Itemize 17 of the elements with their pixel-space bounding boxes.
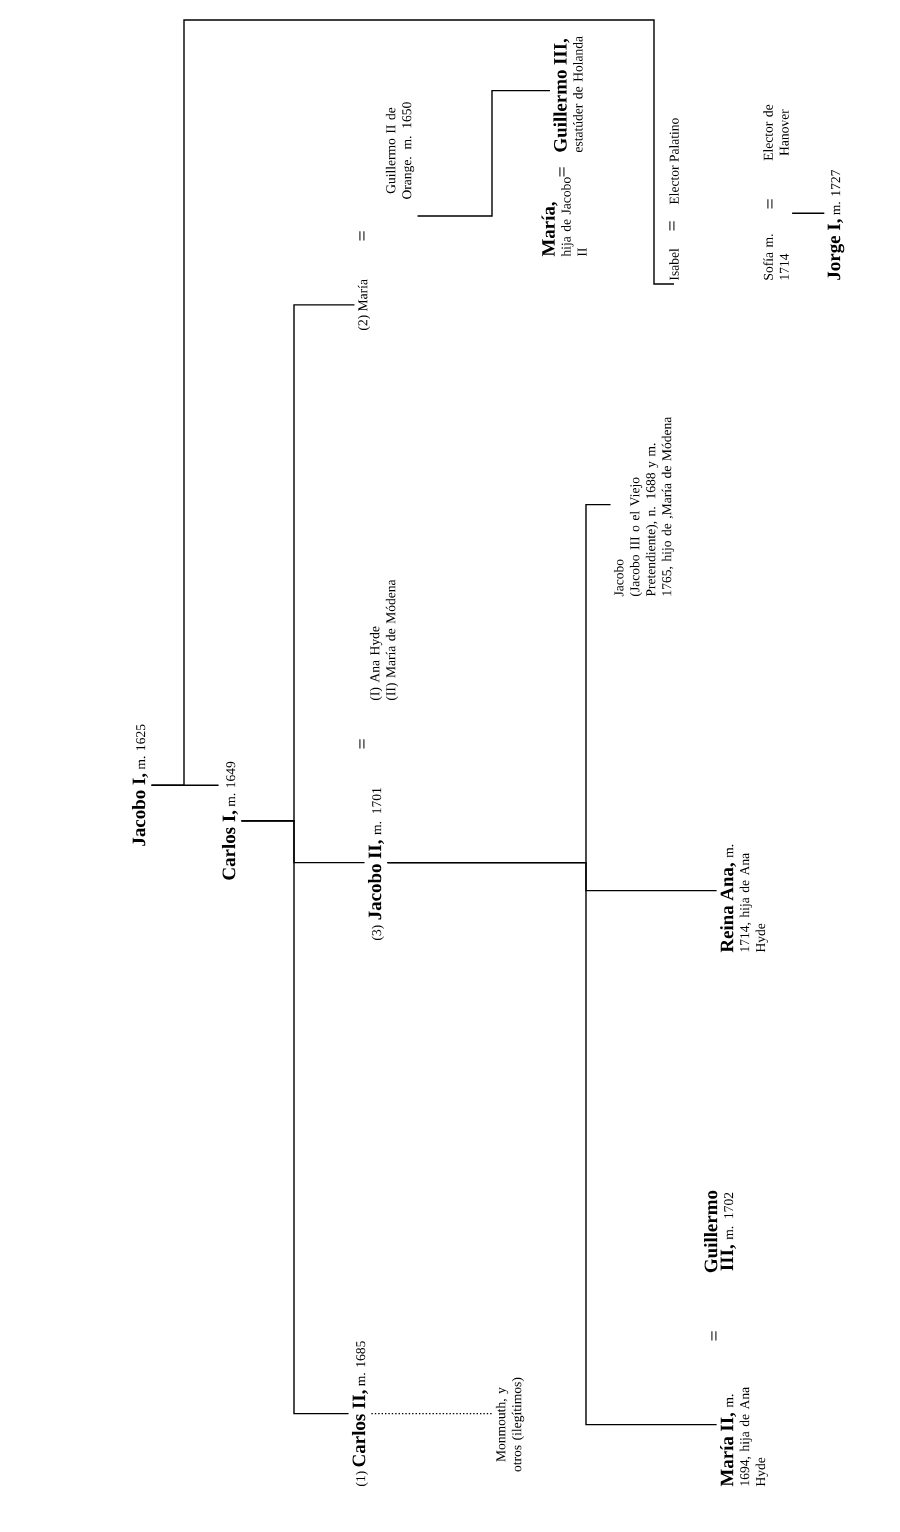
person-entry: Carlos I, m. 1649 (221, 761, 239, 880)
person-entry: (3) Jacobo II, m. 1701 (367, 788, 385, 940)
marriage-sign: = (359, 231, 365, 241)
descent-line (150, 19, 675, 786)
descent-line (240, 820, 350, 1415)
marriage-sign: = (767, 199, 773, 209)
descent-line (416, 89, 551, 217)
marriage-sign: = (669, 221, 675, 231)
marriage-sign: = (711, 1331, 717, 1341)
descent-line (791, 212, 825, 214)
marriage-sign: = (359, 739, 365, 749)
marriage-sign: = (559, 167, 565, 177)
person-entry: Jacobo I, m. 1625 (132, 724, 149, 846)
descent-line (370, 1412, 494, 1415)
descent-line (386, 861, 718, 1426)
person-entry: Jorge I, m. 1727 (827, 170, 845, 280)
person-entry: (1) Carlos II, m. 1685 (351, 1341, 369, 1486)
